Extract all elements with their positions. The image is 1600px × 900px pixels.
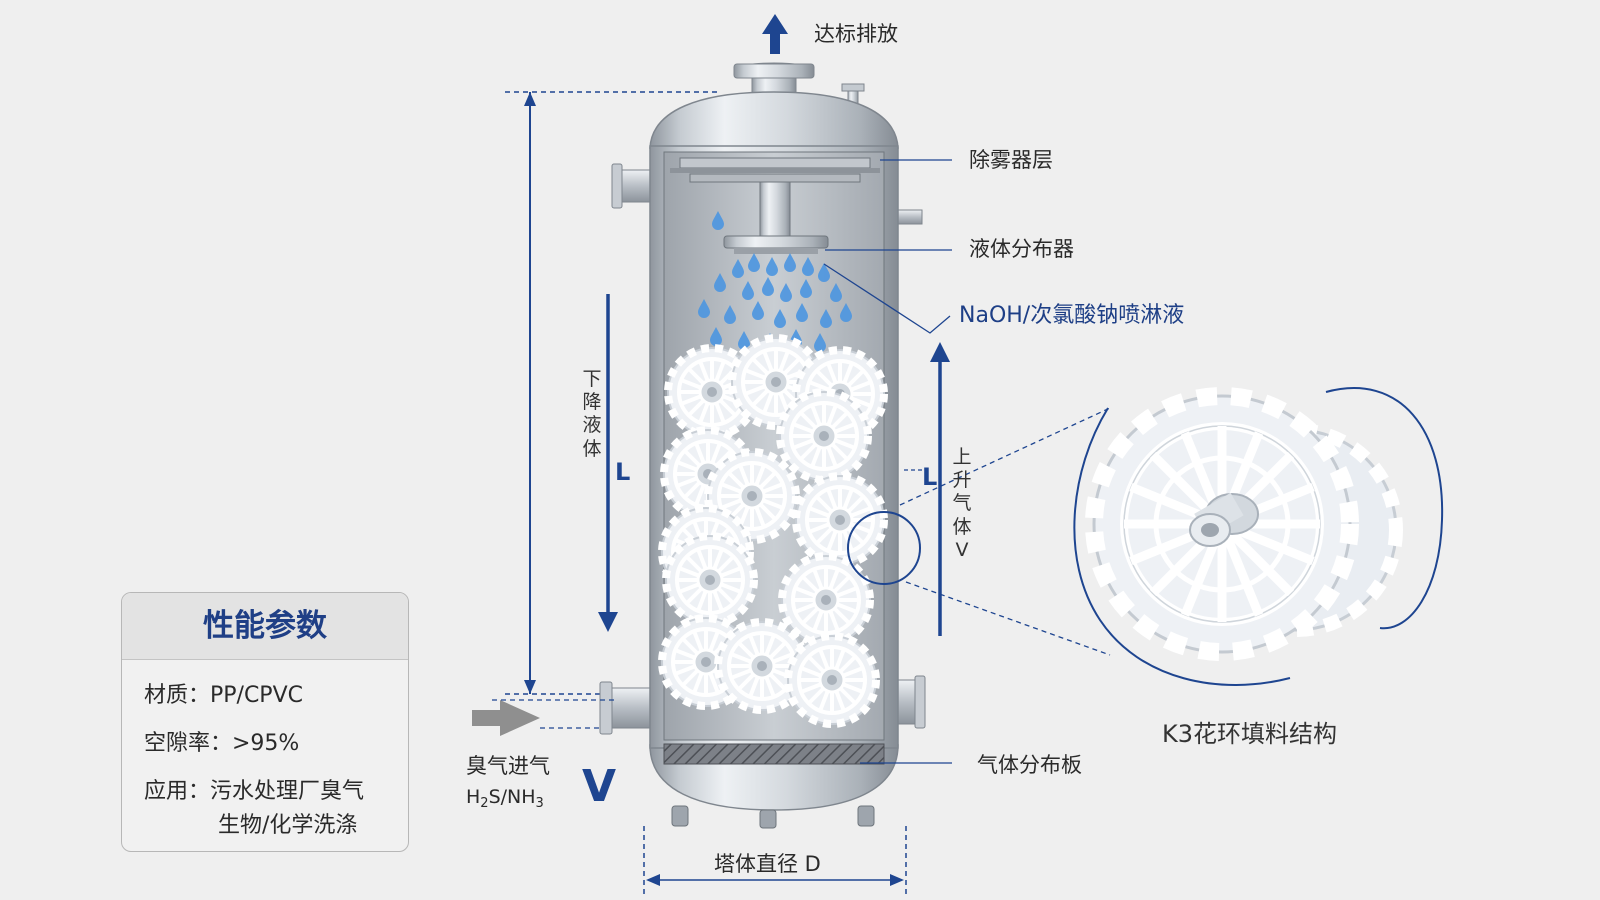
length-label-left: L <box>615 458 631 486</box>
gas-distribution-plate <box>663 743 885 765</box>
liquid-distributor <box>723 181 829 254</box>
demister-label: 除雾器层 <box>969 148 1053 172</box>
descending-liquid-arrow <box>598 294 618 632</box>
k3-structure-label: K3花环填料结构 <box>1162 720 1338 748</box>
height-dimension <box>505 91 720 695</box>
discharge-label: 达标排放 <box>814 22 898 46</box>
diameter-dimension <box>643 826 907 895</box>
rising-gas-arrow <box>930 342 950 636</box>
arrow-right-icon <box>472 700 540 736</box>
packing-rings <box>662 338 884 724</box>
tower-diameter-label: 塔体直径 D <box>714 852 821 876</box>
arrow-up-icon <box>762 14 788 54</box>
rising-gas-label: 上 升 气 体 V <box>952 446 972 561</box>
performance-parameters-panel: 性能参数 材质：PP/CPVC 空隙率：>95% 应用：污水处理厂臭气 生物/化… <box>121 592 409 852</box>
gas-distribution-plate-label: 气体分布板 <box>977 753 1082 777</box>
k3-detail <box>1073 387 1444 686</box>
application-row-2: 生物/化学洗涤 <box>218 813 358 838</box>
material-row: 材质：PP/CPVC <box>144 683 303 708</box>
descending-liquid-label: 下 降 液 体 <box>582 368 602 460</box>
liquid-distributor-label: 液体分布器 <box>969 237 1074 261</box>
odor-inlet-label: 臭气进气 <box>466 754 550 778</box>
porosity-row: 空隙率：>95% <box>144 731 300 756</box>
panel-title: 性能参数 <box>122 593 408 660</box>
application-row-1: 应用：污水处理厂臭气 <box>144 779 365 804</box>
demister-layer <box>670 157 880 183</box>
gas-formula-label: H2S/NH3 <box>466 786 544 811</box>
spray-liquid-label: NaOH/次氯酸钠喷淋液 <box>959 303 1185 328</box>
length-label-right: L <box>922 463 938 491</box>
velocity-label: V <box>582 761 617 812</box>
packing-ring-icon <box>1085 387 1403 661</box>
